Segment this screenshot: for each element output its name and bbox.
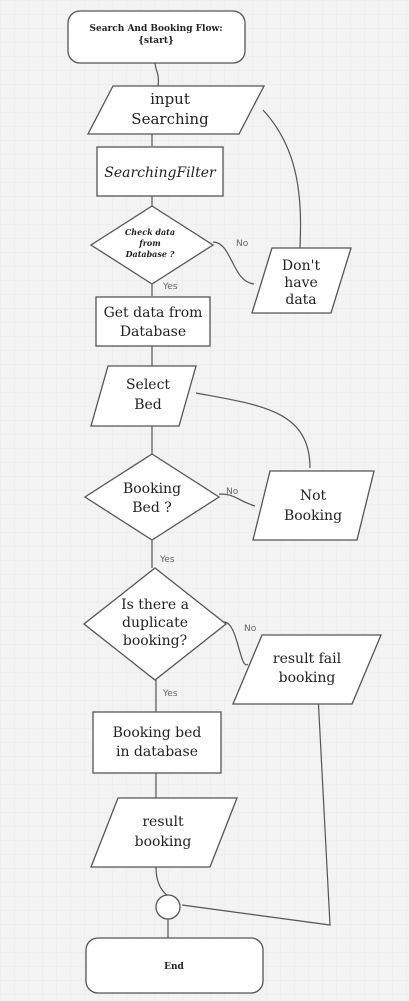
check-label-line-2: from <box>138 238 160 248</box>
dup-label-line-1: Is there a <box>121 597 189 613</box>
booking-db-process <box>92 711 222 774</box>
connector-input-nodata <box>262 109 302 249</box>
notbook-label-line-1: Not <box>300 488 327 504</box>
start-terminal <box>67 10 246 64</box>
start-label-line-1: Search And Booking Flow: <box>89 24 222 34</box>
connector-check-nodata <box>212 241 255 285</box>
edge-label-booking-yes: Yes <box>159 555 175 565</box>
getdata-label-line-2: Database <box>120 324 186 340</box>
connector-booking-notbook <box>218 493 256 507</box>
edge-label-dup-no: No <box>244 624 257 634</box>
bookdb-label-line-2: in database <box>116 744 198 760</box>
no-data-parallelogram <box>251 247 352 314</box>
notbook-label-line-2: Booking <box>284 508 342 524</box>
connector-start-input <box>154 61 160 87</box>
selectbed-label-line-1: Select <box>126 377 170 393</box>
input-label-line-2: Searching <box>131 110 209 128</box>
searching-filter-process <box>96 146 224 197</box>
input-label-line-1: input <box>150 90 190 108</box>
connectors <box>151 61 331 938</box>
nodata-label-line-2: have <box>284 275 318 291</box>
nodata-label-line-3: data <box>285 292 316 308</box>
merge-connector <box>155 894 181 920</box>
dup-label-line-3: booking? <box>123 633 187 649</box>
input-searching-parallelogram <box>86 85 266 135</box>
check-label-line-3: Database ? <box>125 249 175 259</box>
result-fail-parallelogram <box>232 634 382 705</box>
booking-label-line-2: Bed ? <box>132 500 172 516</box>
connector-result-merge <box>155 866 169 897</box>
connector-fail-merge <box>181 694 331 926</box>
fail-label-line-2: booking <box>279 670 336 686</box>
fail-label-line-1: result fail <box>273 651 342 667</box>
result-booking-parallelogram <box>90 797 238 868</box>
duplicate-booking-decision <box>82 567 228 681</box>
edge-label-booking-no: No <box>226 487 239 497</box>
check-label-line-1: Check data <box>125 227 175 237</box>
end-terminal <box>85 937 264 994</box>
bookdb-label-line-1: Booking bed <box>113 725 202 741</box>
start-label-line-2: {start} <box>138 36 174 46</box>
end-label: End <box>164 962 184 972</box>
getdata-label-line-1: Get data from <box>104 305 203 321</box>
get-data-process <box>95 296 211 347</box>
result-label-line-1: result <box>142 814 184 830</box>
booking-bed-decision <box>83 453 221 541</box>
booking-label-line-1: Booking <box>123 481 181 497</box>
filter-label: SearchingFilter <box>104 165 217 181</box>
dup-label-line-2: duplicate <box>122 615 188 631</box>
edge-label-dup-yes: Yes <box>162 689 178 699</box>
connector-dup-fail <box>223 621 249 666</box>
check-data-decision <box>89 205 215 285</box>
selectbed-label-line-2: Bed <box>134 397 162 413</box>
result-label-line-2: booking <box>135 834 192 850</box>
nodata-label-line-1: Don't <box>282 258 321 274</box>
connector-selectbed-notbook <box>195 392 311 469</box>
edge-label-check-no: No <box>236 239 249 249</box>
not-booking-parallelogram <box>252 470 375 541</box>
edge-label-check-yes: Yes <box>162 282 178 292</box>
select-bed-parallelogram <box>90 365 197 427</box>
